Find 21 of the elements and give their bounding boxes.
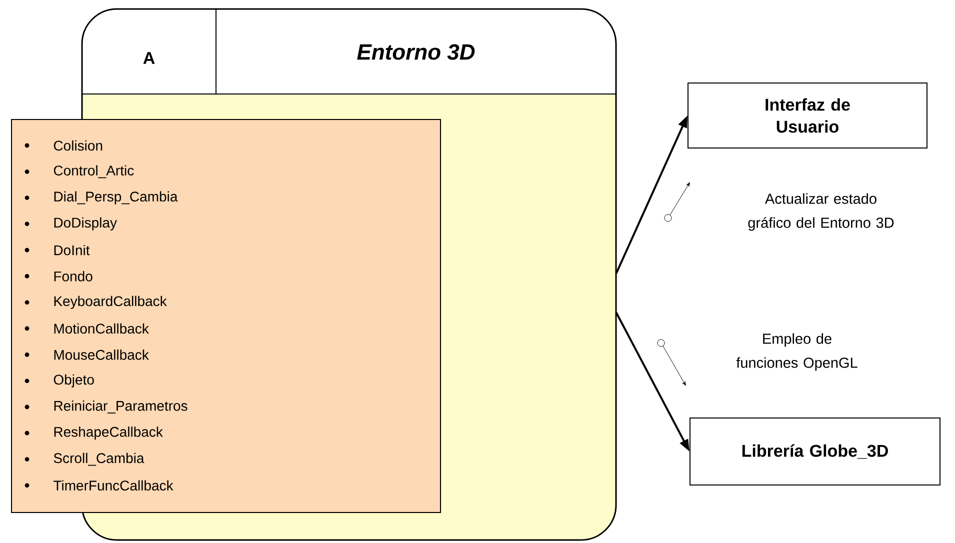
list-item: Fondo <box>24 271 92 282</box>
list-box <box>11 119 441 513</box>
module-title: Entorno 3D <box>357 44 475 60</box>
list-item: MouseCallback <box>24 350 149 360</box>
list-item: Reiniciar_Parametros <box>24 400 188 414</box>
list-item: DoInit <box>24 244 90 256</box>
list-item: ReshapeCallback <box>24 426 163 440</box>
list-item: Objeto <box>24 374 94 388</box>
list-item: KeyboardCallback <box>24 296 167 309</box>
data-couple-label: Empleo de funciones OpenGL <box>736 333 858 371</box>
list-item: MotionCallback <box>24 323 149 334</box>
module-box: Librería Globe_3D <box>690 418 940 486</box>
list-item: Control_Artic <box>24 165 134 178</box>
list-item: DoDisplay <box>24 217 117 230</box>
list-item: Scroll_Cambia <box>24 452 144 466</box>
list-item: Colision <box>24 140 102 151</box>
list-item: TimerFuncCallback <box>24 480 174 491</box>
list-item: Dial_Persp_Cambia <box>24 191 178 204</box>
module-id: A <box>143 52 155 64</box>
data-couple-label: Actualizar estado gráfico del Entorno 3D <box>748 193 894 231</box>
module-box: Interfaz de Usuario <box>688 82 928 148</box>
